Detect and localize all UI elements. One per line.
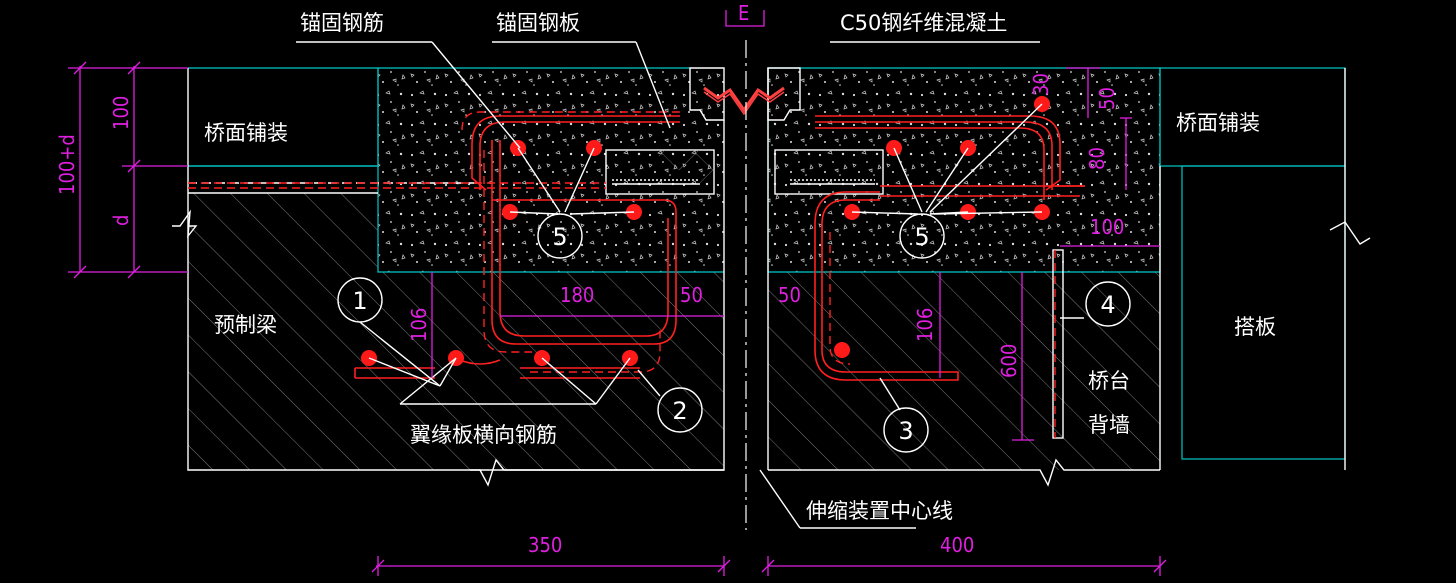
dim-400: 400 [940, 533, 974, 557]
dim-50-top: 50 [1095, 87, 1119, 110]
callout-1: 1 [352, 287, 367, 315]
label-deck-paving-left: 桥面铺装 [204, 121, 288, 145]
label-back-wall: 背墙 [1088, 413, 1130, 437]
callout-5-left: 5 [552, 223, 567, 251]
label-concrete: C50钢纤维混凝土 [840, 11, 1007, 35]
dim-100-plus-d: 100+d [55, 134, 79, 195]
dim-d: d [109, 215, 133, 226]
dimension-lines [68, 61, 1167, 576]
break-mark-right [1329, 221, 1371, 245]
label-precast-beam: 预制梁 [214, 313, 277, 337]
dim-180: 180 [560, 283, 594, 307]
label-approach-slab: 搭板 [1234, 315, 1276, 339]
dim-106-right: 106 [913, 308, 937, 342]
dim-600: 600 [997, 344, 1021, 378]
callout-3: 3 [898, 417, 913, 445]
callout-2: 2 [672, 397, 687, 425]
section-mark: E [725, 1, 765, 27]
label-centerline: 伸缩装置中心线 [806, 499, 953, 523]
label-deck-paving-right: 桥面铺装 [1176, 111, 1260, 135]
right-structure [767, 67, 1346, 487]
dim-30: 30 [1029, 73, 1053, 96]
rebar-group [188, 111, 1085, 438]
dim-100-right: 100 [1090, 215, 1124, 239]
section-mark-label: E [738, 1, 749, 25]
callout-circles: 5 5 1 2 3 4 [337, 213, 1131, 453]
dim-106-left: 106 [407, 308, 431, 342]
callout-4: 4 [1100, 291, 1115, 319]
dim-50-left: 50 [680, 283, 703, 307]
label-anchor-plate: 锚固钢板 [496, 11, 580, 35]
label-anchor-rebar: 锚固钢筋 [300, 11, 384, 35]
callout-5-right: 5 [914, 223, 929, 251]
left-structure [187, 67, 725, 487]
dim-350: 350 [528, 533, 562, 557]
break-mark-left [172, 209, 198, 239]
label-abutment: 桥台 [1088, 369, 1130, 393]
dimension-texts: 100+d 100 d 180 50 50 106 106 600 30 50 … [55, 73, 1124, 557]
dim-80: 80 [1085, 147, 1109, 170]
dim-50-right: 50 [778, 283, 801, 307]
leader-lines [296, 41, 1084, 529]
label-flange-rebar: 翼缘板横向钢筋 [410, 423, 557, 447]
dim-100-left: 100 [109, 96, 133, 130]
labels: 锚固钢筋 锚固钢板 C50钢纤维混凝土 桥面铺装 桥面铺装 预制梁 搭板 桥台 … [204, 11, 1276, 523]
